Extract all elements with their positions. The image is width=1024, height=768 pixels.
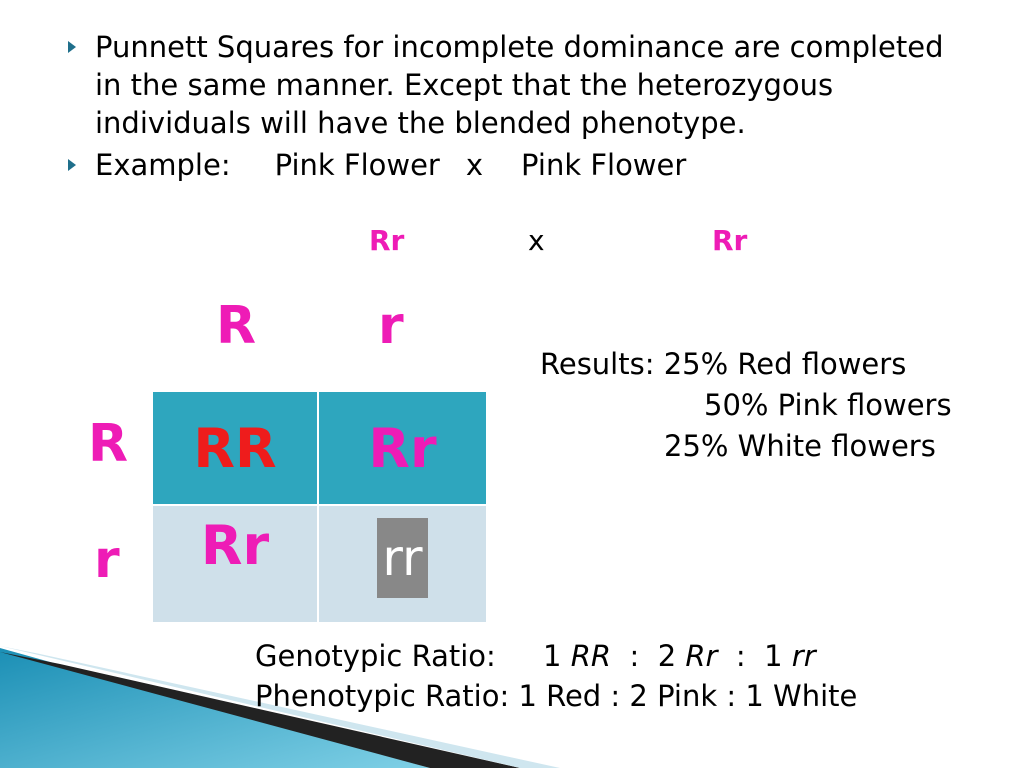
ratio-number: 1: [543, 639, 562, 673]
punnett-cell: Rr: [153, 506, 319, 622]
punnett-square: RR Rr Rr rr: [153, 392, 486, 622]
genotypic-label: Genotypic Ratio:: [255, 639, 496, 673]
punnett-col-header-2: r: [378, 296, 404, 356]
ratio-genotype: RR: [570, 639, 612, 673]
example-genotype2: Rr: [712, 224, 748, 257]
cell-genotype: Rr: [368, 416, 437, 480]
bullet-item: Punnett Squares for incomplete dominance…: [68, 28, 968, 142]
example-line: Example: Pink Flower x Pink Flower: [68, 146, 968, 184]
punnett-row-header-1: R: [88, 414, 129, 474]
phenotypic-value: 1 Red : 2 Pink : 1 White: [518, 679, 858, 713]
phenotypic-label: Phenotypic Ratio:: [255, 679, 510, 713]
example-cross: x: [465, 148, 484, 182]
example-parent1: Pink Flower: [274, 148, 440, 182]
result-line: 25% Red flowers: [663, 347, 907, 381]
bullet-list: Punnett Squares for incomplete dominance…: [68, 28, 968, 184]
punnett-cell: Rr: [319, 392, 486, 506]
punnett-col-header-1: R: [216, 296, 257, 356]
genotypic-ratio: Genotypic Ratio: 1 RR : 2 Rr : 1 rr: [255, 636, 816, 676]
example-parent2: Pink Flower: [521, 148, 687, 182]
punnett-cell: rr: [319, 506, 486, 622]
punnett-cell: RR: [153, 392, 319, 506]
cell-genotype: rr: [377, 518, 428, 598]
punnett-row-header-2: r: [94, 530, 120, 590]
result-line: 25% White flowers: [664, 429, 936, 463]
example-genotype-cross: x: [528, 224, 545, 257]
decorative-swoosh: [0, 646, 560, 768]
ratio-separator: :: [629, 639, 640, 673]
bullet-text: Punnett Squares for incomplete dominance…: [95, 30, 944, 140]
ratio-number: 2: [657, 639, 677, 673]
cell-genotype: Rr: [200, 514, 270, 577]
bullet-arrow-icon: [68, 159, 76, 171]
results-label: Results:: [540, 347, 655, 381]
example-genotype1: Rr: [369, 224, 405, 257]
ratio-separator: :: [735, 639, 746, 673]
ratio-genotype: rr: [791, 639, 816, 673]
results-block: Results: 25% Red flowers: [540, 344, 906, 385]
bullet-arrow-icon: [68, 41, 76, 53]
cell-genotype: RR: [193, 416, 277, 480]
example-label: Example:: [95, 148, 231, 182]
ratio-genotype: Rr: [685, 639, 718, 673]
result-line: 50% Pink flowers: [704, 388, 952, 422]
ratio-number: 1: [764, 639, 783, 673]
phenotypic-ratio: Phenotypic Ratio: 1 Red : 2 Pink : 1 Whi…: [255, 676, 857, 716]
